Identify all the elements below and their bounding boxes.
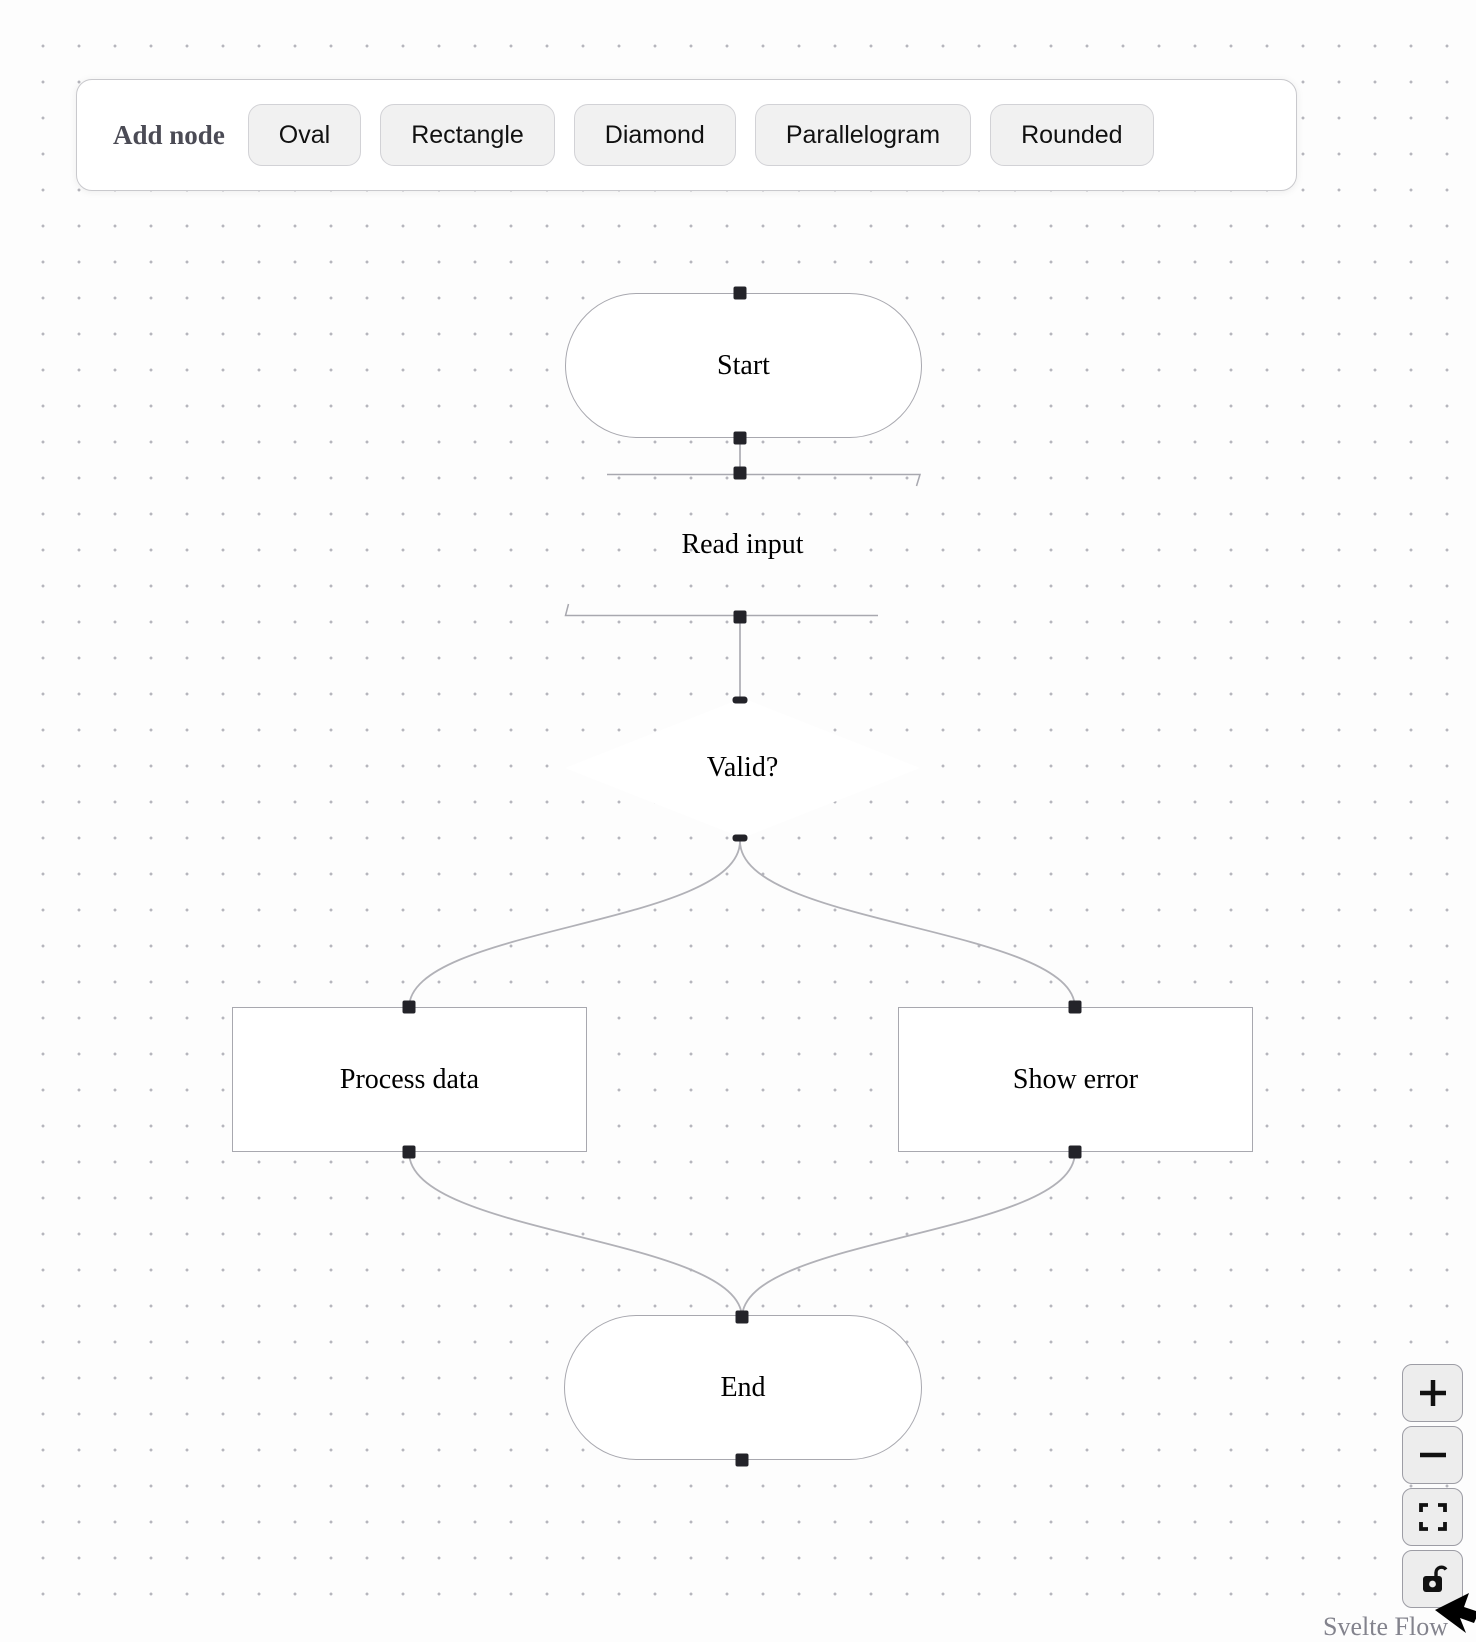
node-process-data[interactable]: Process data [232, 1007, 587, 1152]
node-read-input[interactable]: Read input [564, 473, 922, 617]
node-start[interactable]: Start [565, 293, 922, 438]
zoom-out-button[interactable] [1402, 1426, 1463, 1484]
handle-end-bottom[interactable] [735, 1453, 749, 1467]
mouse-cursor-icon [1435, 1593, 1476, 1633]
handle-valid-top[interactable] [732, 696, 748, 704]
handle-process-data-bottom[interactable] [402, 1145, 416, 1159]
fit-view-icon [1418, 1503, 1447, 1531]
edge-showerror-end[interactable] [741, 1151, 1076, 1319]
plus-icon [1419, 1380, 1446, 1406]
add-oval-button[interactable]: Oval [247, 104, 362, 166]
handle-end-top[interactable] [735, 1310, 749, 1324]
fit-view-button[interactable] [1402, 1488, 1463, 1546]
handle-start-bottom[interactable] [733, 431, 747, 445]
node-valid-label: Valid? [706, 752, 779, 783]
add-rectangle-button[interactable]: Rectangle [380, 104, 555, 166]
handle-valid-bottom[interactable] [732, 834, 748, 842]
attribution-link[interactable]: Svelte Flow [1323, 1612, 1448, 1641]
unlock-icon [1422, 1565, 1447, 1592]
edge-valid-processdata[interactable] [408, 840, 741, 1009]
diamond-shape [565, 698, 920, 838]
node-read-input-label: Read input [681, 529, 804, 560]
node-end-label: End [720, 1371, 766, 1403]
parallelogram-shape [564, 473, 922, 617]
node-end[interactable]: End [564, 1315, 922, 1460]
node-show-error[interactable]: Show error [898, 1007, 1253, 1152]
handle-read-input-top[interactable] [733, 466, 747, 480]
node-process-data-label: Process data [339, 1063, 480, 1095]
handle-show-error-top[interactable] [1068, 1000, 1082, 1014]
add-parallelogram-button[interactable]: Parallelogram [754, 104, 972, 166]
handle-read-input-bottom[interactable] [733, 610, 747, 624]
handle-start-top[interactable] [733, 286, 747, 300]
add-node-toolbar: Add node Oval Rectangle Diamond Parallel… [76, 79, 1297, 191]
edge-valid-showerror[interactable] [739, 840, 1076, 1009]
add-rounded-button[interactable]: Rounded [990, 104, 1154, 166]
zoom-in-button[interactable] [1402, 1364, 1463, 1422]
handle-show-error-bottom[interactable] [1068, 1145, 1082, 1159]
handle-process-data-top[interactable] [402, 1000, 416, 1014]
add-diamond-button[interactable]: Diamond [573, 104, 736, 166]
node-start-label: Start [717, 349, 770, 381]
add-node-label: Add node [113, 119, 225, 150]
flow-controls [1402, 1364, 1463, 1608]
minus-icon [1419, 1452, 1446, 1458]
edge-processdata-end[interactable] [408, 1151, 743, 1319]
node-valid[interactable]: Valid? [565, 698, 920, 838]
node-show-error-label: Show error [1012, 1063, 1139, 1095]
lock-toggle-button[interactable] [1402, 1550, 1463, 1608]
